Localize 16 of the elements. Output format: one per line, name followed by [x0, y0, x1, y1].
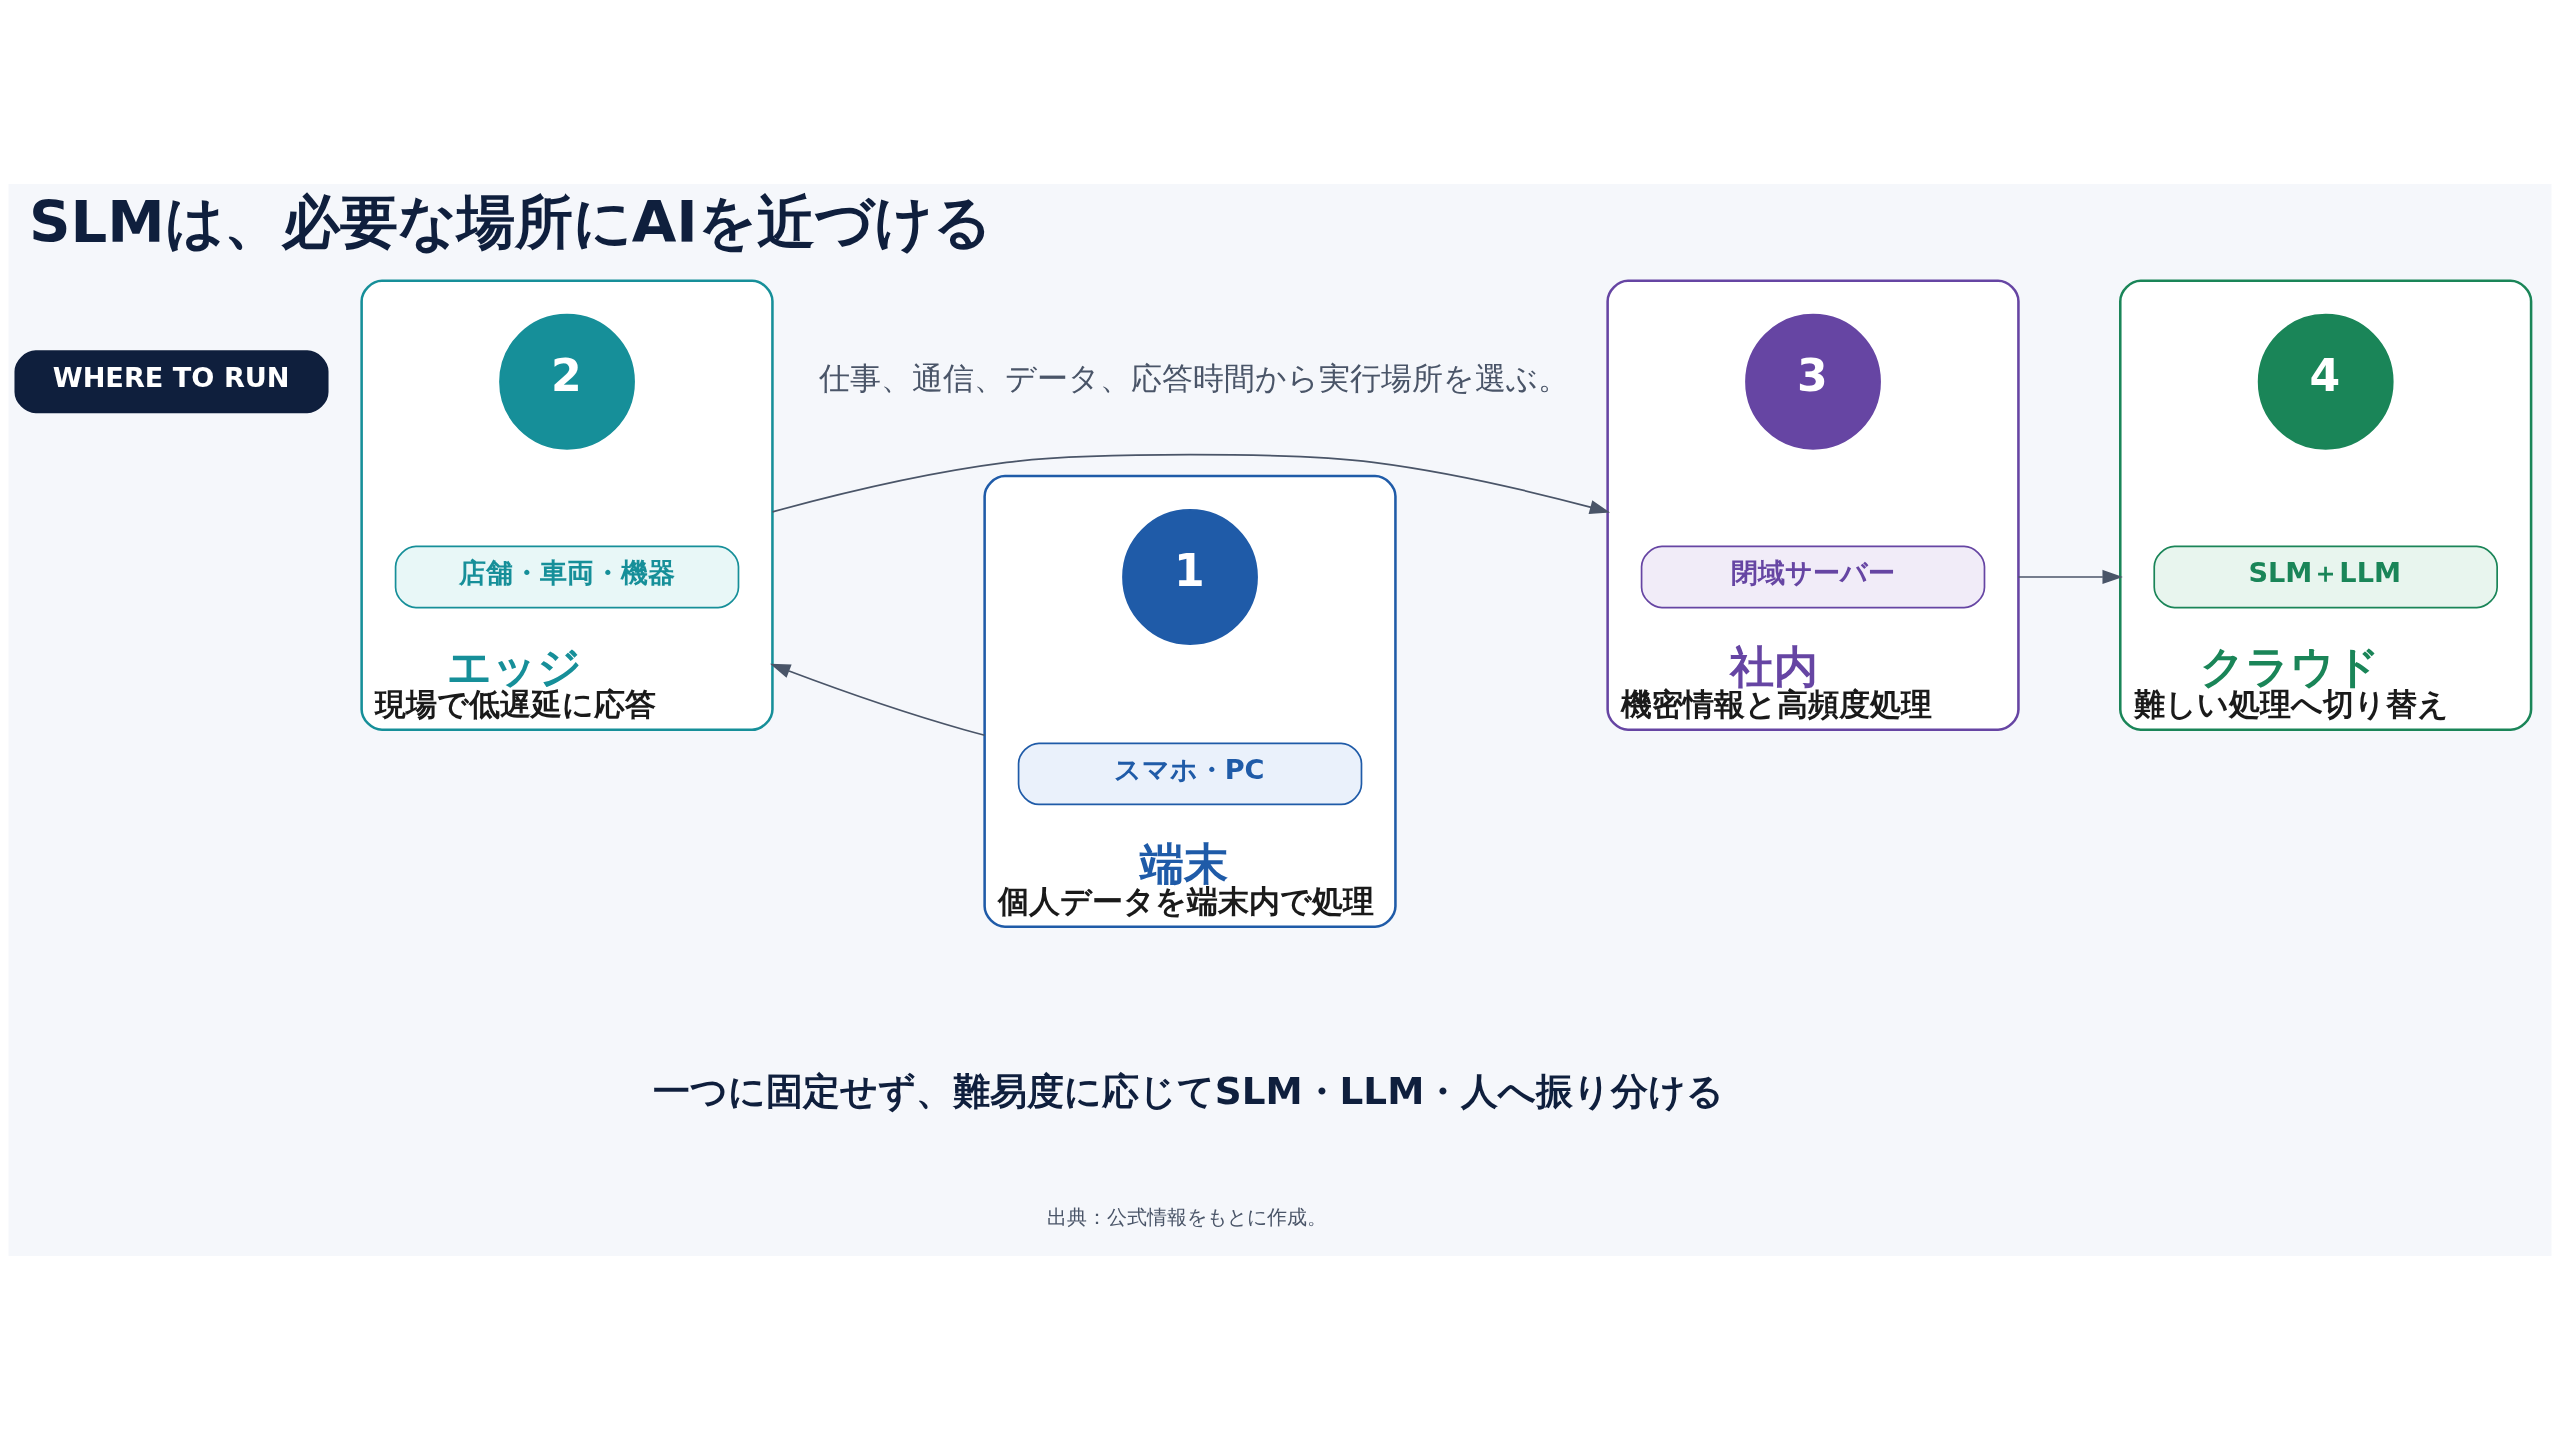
node-box: 店舗・車両・機器 — [394, 545, 740, 609]
node-circle: 1 — [1122, 509, 1258, 645]
node-box: SLM＋LLM — [2153, 545, 2498, 609]
node-circle: 4 — [2257, 313, 2394, 450]
arrow — [2017, 569, 2123, 585]
arrow — [771, 453, 1611, 515]
label: 出典：公式情報をもとに作成。 — [1046, 1204, 1327, 1229]
label: 仕事、通信、データ、応答時間から実行場所を選ぶ。 — [819, 361, 1570, 397]
node-circle: 2 — [499, 313, 635, 450]
arrow — [770, 663, 986, 737]
diagram-title: SLMは、必要な場所にAIを近づける — [28, 188, 992, 257]
node-box: 閉域サーバー — [1640, 545, 1986, 609]
node-box: WHERE TO RUN — [14, 350, 329, 414]
label: 一つに固定せず、難易度に応じてSLM・LLM・人へ振り分ける — [652, 1069, 1725, 1114]
node-circle: 3 — [1745, 313, 1881, 450]
node-box: スマホ・PC — [1017, 742, 1363, 806]
